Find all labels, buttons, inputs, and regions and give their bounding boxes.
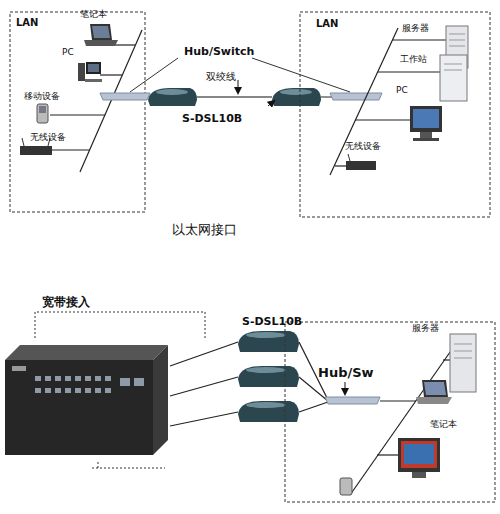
device-label: 无线设备	[345, 142, 395, 155]
server-icon	[450, 334, 476, 392]
diagram-label: S-DSL10B	[242, 316, 302, 328]
pointer-arrow	[238, 80, 239, 93]
mobile-icon	[340, 478, 352, 495]
rack-wires	[170, 342, 238, 426]
wire	[321, 97, 332, 98]
broadband-rack	[5, 345, 168, 455]
pointer-arrow	[345, 382, 346, 394]
lan-boundary	[10, 12, 145, 212]
bracket	[92, 460, 165, 468]
diagram-label: 双绞线	[206, 71, 236, 82]
diagram-label: Hub/Sw	[318, 366, 374, 380]
hub-switch	[100, 93, 150, 100]
modem-icon	[148, 88, 197, 106]
wireless-icon	[346, 154, 376, 170]
twisted-pair	[197, 96, 272, 97]
node-text: 无线设备	[30, 133, 66, 143]
leader-line	[130, 58, 178, 92]
diagram-label: 以太网接口	[172, 223, 237, 237]
device-label: 服务器	[402, 24, 444, 37]
device-label: 笔记本	[430, 420, 472, 433]
laptop-icon	[84, 24, 118, 46]
bus-line	[80, 30, 142, 172]
diagram-label: Hub/Switch	[184, 46, 254, 58]
modem-icon	[238, 331, 299, 352]
pointer-arrow	[268, 101, 274, 106]
device-label: 工作站	[400, 55, 442, 68]
bracket	[35, 312, 205, 338]
pc-icon	[78, 62, 102, 82]
mobile-icon	[37, 104, 48, 123]
hub-switch	[325, 397, 380, 404]
modem-icon	[238, 366, 299, 387]
lan-box: LAN 笔记本 PC 移动设备无线设备	[10, 12, 145, 212]
diagram-label: S-DSL10B	[182, 113, 242, 125]
device-label: PC	[396, 86, 416, 99]
device-label: 无线设备	[30, 133, 80, 146]
monitor-icon	[398, 438, 440, 478]
lan-boundary	[285, 322, 495, 502]
node-text: 服务器	[402, 24, 429, 34]
lan-box: LAN 服务器工作站 PC 无线设备	[300, 12, 490, 217]
device-label: 服务器	[412, 324, 454, 337]
node-text: LAN	[16, 17, 38, 28]
node-text: 工作站	[400, 55, 427, 65]
workstation-icon	[440, 55, 467, 101]
node-text: 服务器	[412, 324, 439, 334]
device-label: 移动设备	[24, 92, 74, 105]
device-label: PC	[62, 48, 82, 61]
device-wires	[335, 40, 446, 166]
node-text: PC	[62, 48, 74, 58]
laptop-icon	[416, 380, 452, 404]
node-text: PC	[396, 86, 408, 96]
modem-icon	[272, 88, 321, 106]
leader-line	[252, 58, 350, 92]
lan-boundary	[300, 12, 490, 217]
node-text: 笔记本	[80, 10, 107, 20]
node-text: 笔记本	[430, 420, 457, 430]
diagram-label: 宽带接入	[42, 296, 90, 309]
node-text: LAN	[316, 18, 338, 29]
hub-switch	[330, 93, 382, 100]
device-label: 笔记本	[80, 10, 124, 23]
node-text: 移动设备	[24, 92, 60, 102]
modem-icon	[238, 401, 299, 422]
bus-line	[330, 28, 398, 175]
node-text: 无线设备	[345, 142, 381, 152]
pc-monitor-icon	[410, 106, 442, 141]
bus-line	[350, 335, 462, 495]
